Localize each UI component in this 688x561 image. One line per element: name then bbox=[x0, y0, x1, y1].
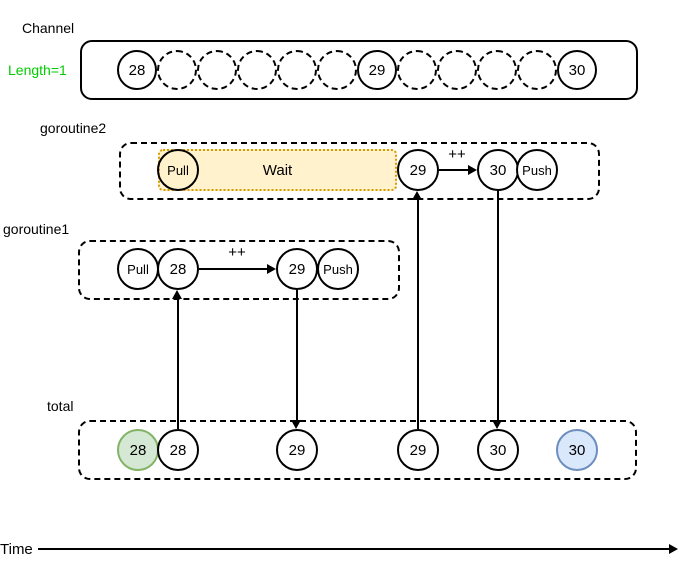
arrow-g1-to-total29-head bbox=[291, 420, 301, 429]
arrow-g1-to-total29-line bbox=[296, 290, 298, 420]
channel-slot-empty bbox=[517, 50, 557, 90]
total-title: total bbox=[47, 398, 74, 414]
total-box bbox=[78, 420, 637, 480]
goroutine2-pull-circle: Pull bbox=[157, 149, 199, 191]
channel-slot-empty bbox=[397, 50, 437, 90]
arrow-total29-to-g2-line bbox=[417, 200, 419, 429]
channel-length-label: Length=1 bbox=[8, 62, 67, 78]
goroutine2-box bbox=[119, 142, 600, 200]
goroutine2-push-circle: Push bbox=[516, 149, 558, 191]
goroutine2-increment-arrowhead bbox=[468, 165, 477, 175]
channel-slot-empty bbox=[157, 50, 197, 90]
goroutine1-value-before-circle: 28 bbox=[157, 248, 199, 290]
goroutine1-increment-arrow-line bbox=[199, 268, 268, 270]
goroutine2-value-before-circle: 29 bbox=[397, 149, 439, 191]
channel-slot-empty bbox=[437, 50, 477, 90]
arrow-g2-to-total30-head bbox=[492, 420, 502, 429]
arrow-total28-to-g1-line bbox=[177, 299, 179, 429]
channel-slot-filled: 30 bbox=[557, 50, 597, 90]
channel-slot-empty bbox=[477, 50, 517, 90]
goroutine2-value-after-circle: 30 bbox=[477, 149, 519, 191]
goroutine1-pull-circle: Pull bbox=[117, 248, 159, 290]
goroutine1-push-circle: Push bbox=[317, 248, 359, 290]
total-item-consumed: 28 bbox=[117, 429, 159, 471]
goroutine1-increment-label: ++ bbox=[228, 244, 246, 261]
time-axis-arrowhead bbox=[669, 544, 678, 554]
arrow-total29-to-g2-head bbox=[412, 191, 422, 200]
channel-title: Channel bbox=[22, 20, 75, 36]
channel-slot-empty bbox=[237, 50, 277, 90]
goroutine1-box bbox=[78, 240, 400, 300]
goroutine1-title: goroutine1 bbox=[3, 221, 70, 237]
total-item: 29 bbox=[397, 429, 439, 471]
channel-slot-empty bbox=[197, 50, 237, 90]
goroutine1-increment-arrowhead bbox=[267, 264, 276, 274]
goroutine2-title: goroutine2 bbox=[40, 120, 107, 136]
arrow-g2-to-total30-line bbox=[497, 191, 499, 420]
total-item: 28 bbox=[157, 429, 199, 471]
time-axis-label: Time bbox=[0, 541, 33, 558]
total-item: 29 bbox=[276, 429, 318, 471]
channel-slot-empty bbox=[277, 50, 317, 90]
channel-slot-empty bbox=[317, 50, 357, 90]
goroutine2-increment-label: ++ bbox=[448, 146, 466, 163]
channel-slot-filled: 28 bbox=[117, 50, 157, 90]
channel-box bbox=[80, 40, 638, 100]
time-axis-line bbox=[38, 548, 670, 550]
goroutine1-value-after-circle: 29 bbox=[276, 248, 318, 290]
wait-label: Wait bbox=[262, 161, 293, 179]
total-item: 30 bbox=[477, 429, 519, 471]
channel-slot-filled: 29 bbox=[357, 50, 397, 90]
arrow-total28-to-g1-head bbox=[172, 290, 182, 299]
goroutine2-increment-arrow-line bbox=[439, 169, 469, 171]
total-item-pending: 30 bbox=[556, 429, 598, 471]
